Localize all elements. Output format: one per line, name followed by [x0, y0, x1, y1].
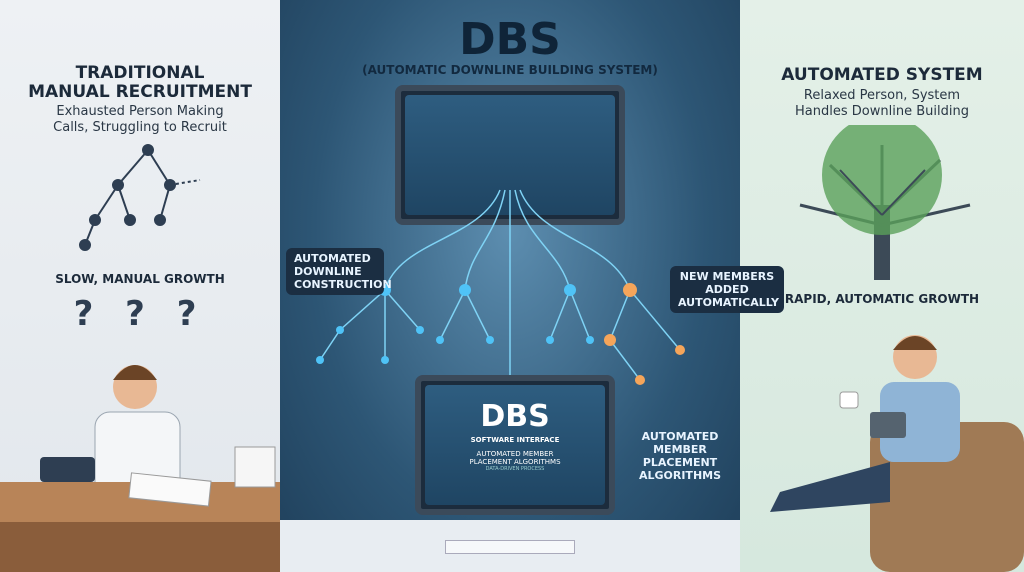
screen-line4: DATA-DRIVEN PROCESS	[485, 466, 545, 472]
rapid-growth-tree-icon	[799, 125, 971, 280]
dbs-subtitle: (AUTOMATIC DOWNLINE BUILDING SYSTEM)	[362, 63, 658, 77]
screen-title: DBS	[480, 399, 550, 434]
top-monitor	[395, 85, 625, 225]
dbs-software-monitor: DBS SOFTWARE INTERFACE AUTOMATED MEMBER …	[415, 375, 615, 515]
question-marks-icon: ? ? ?	[73, 294, 207, 334]
stressed-person-illustration	[0, 365, 280, 572]
screen-line2: AUTOMATED MEMBER	[476, 450, 554, 458]
right-title: AUTOMATED SYSTEM	[781, 65, 983, 85]
label-downline-construction: AUTOMATED DOWNLINE CONSTRUCTION	[286, 248, 392, 295]
slow-growth-tree-icon	[79, 144, 201, 251]
relaxed-person-illustration	[770, 335, 1024, 572]
dbs-title: DBS	[459, 14, 561, 65]
downline-network-diagram	[316, 189, 685, 385]
screen-line3: PLACEMENT ALGORITHMS	[469, 458, 561, 466]
keyboard-icon	[445, 540, 575, 554]
rapid-growth-label: RAPID, AUTOMATIC GROWTH	[784, 292, 980, 306]
dbs-system-panel: DBS (AUTOMATIC DOWNLINE BUILDING SYSTEM)…	[280, 0, 740, 572]
slow-growth-label: SLOW, MANUAL GROWTH	[55, 272, 225, 286]
label-new-members: NEW MEMBERS ADDED AUTOMATICALLY	[670, 266, 784, 313]
screen-line1: SOFTWARE INTERFACE	[470, 436, 560, 444]
label-placement-algorithms: AUTOMATED MEMBER PLACEMENT ALGORITHMS	[638, 430, 722, 482]
